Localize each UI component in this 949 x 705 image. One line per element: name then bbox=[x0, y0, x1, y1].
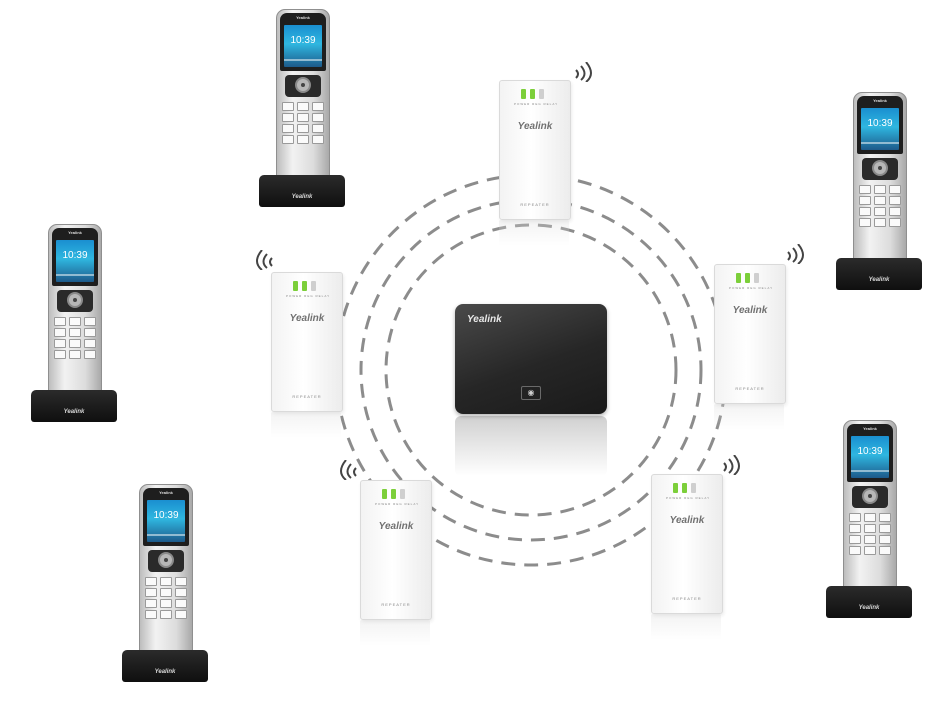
coverage-ring-middle bbox=[359, 198, 703, 542]
handset-screen: 10:39 bbox=[851, 436, 889, 478]
handset-bottom-right: Yealink 10:39 Yealink bbox=[826, 420, 912, 618]
repeater-bottom-left: POWER REG RELAY Yealink REPEATER bbox=[360, 480, 432, 620]
navigation-pad bbox=[148, 550, 184, 572]
repeater-reflection bbox=[651, 614, 721, 640]
handset-left: Yealink 10:39 Yealink bbox=[31, 224, 117, 422]
repeater-reflection bbox=[271, 412, 341, 438]
repeater-bottom-right: POWER REG RELAY Yealink REPEATER bbox=[651, 474, 723, 614]
navigation-pad bbox=[862, 158, 898, 180]
navigation-pad bbox=[285, 75, 321, 97]
keypad bbox=[54, 317, 96, 359]
handset-brand: Yealink bbox=[863, 426, 877, 431]
charging-cradle: Yealink bbox=[259, 175, 345, 207]
navigation-pad bbox=[852, 486, 888, 508]
repeater-label: REPEATER bbox=[672, 596, 702, 601]
repeater-left: POWER REG RELAY Yealink REPEATER bbox=[271, 272, 343, 412]
coverage-ring-inner bbox=[384, 223, 678, 517]
cradle-brand: Yealink bbox=[154, 669, 176, 675]
led-labels: POWER REG RELAY bbox=[666, 496, 711, 500]
handset-bottom-left: Yealink 10:39 Yealink bbox=[122, 484, 208, 682]
keypad bbox=[145, 577, 187, 619]
base-station: Yealink ◉ bbox=[455, 304, 607, 414]
handset-brand: Yealink bbox=[873, 98, 887, 103]
repeater-top: POWER REG RELAY Yealink REPEATER bbox=[499, 80, 571, 220]
handset-body: Yealink 10:39 bbox=[139, 484, 193, 658]
handset-screen: 10:39 bbox=[284, 25, 322, 67]
status-leds bbox=[736, 273, 759, 283]
repeater-label: REPEATER bbox=[292, 394, 322, 399]
led-labels: POWER REG RELAY bbox=[514, 102, 559, 106]
handset-clock: 10:39 bbox=[153, 510, 179, 521]
navigation-pad bbox=[57, 290, 93, 312]
repeater-label: REPEATER bbox=[735, 386, 765, 391]
handset-screen: 10:39 bbox=[56, 240, 94, 282]
repeater-label: REPEATER bbox=[381, 602, 411, 607]
status-leds bbox=[382, 489, 405, 499]
status-leds bbox=[521, 89, 544, 99]
handset-body: Yealink 10:39 bbox=[843, 420, 897, 594]
handset-brand: Yealink bbox=[296, 15, 310, 20]
charging-cradle: Yealink bbox=[826, 586, 912, 618]
handset-screen: 10:39 bbox=[147, 500, 185, 542]
repeater-brand: Yealink bbox=[289, 313, 325, 324]
repeater-brand: Yealink bbox=[669, 515, 705, 526]
charging-cradle: Yealink bbox=[122, 650, 208, 682]
cradle-brand: Yealink bbox=[291, 194, 313, 200]
paging-button[interactable]: ◉ bbox=[521, 386, 541, 400]
keypad bbox=[849, 513, 891, 555]
handset-brand: Yealink bbox=[68, 230, 82, 235]
handset-body: Yealink 10:39 bbox=[853, 92, 907, 266]
led-labels: POWER REG RELAY bbox=[729, 286, 774, 290]
base-station-brand: Yealink bbox=[467, 314, 502, 325]
wireless-signal-icon bbox=[340, 460, 357, 480]
handset-screen: 10:39 bbox=[861, 108, 899, 150]
repeater-label: REPEATER bbox=[520, 202, 550, 207]
repeater-brand: Yealink bbox=[732, 305, 768, 316]
wireless-signal-icon bbox=[575, 62, 592, 82]
cradle-brand: Yealink bbox=[868, 277, 890, 283]
base-station-reflection bbox=[455, 416, 607, 476]
repeater-brand: Yealink bbox=[378, 521, 414, 532]
handset-top-right: Yealink 10:39 Yealink bbox=[836, 92, 922, 290]
handset-top-left: Yealink 10:39 Yealink bbox=[259, 9, 345, 207]
handset-brand: Yealink bbox=[159, 490, 173, 495]
repeater-reflection bbox=[499, 220, 569, 246]
repeater-reflection bbox=[360, 620, 430, 646]
keypad bbox=[859, 185, 901, 227]
cradle-brand: Yealink bbox=[858, 605, 880, 611]
keypad bbox=[282, 102, 324, 144]
status-leds bbox=[293, 281, 316, 291]
charging-cradle: Yealink bbox=[836, 258, 922, 290]
led-labels: POWER REG RELAY bbox=[286, 294, 331, 298]
handset-clock: 10:39 bbox=[62, 250, 88, 261]
charging-cradle: Yealink bbox=[31, 390, 117, 422]
wireless-signal-icon bbox=[787, 244, 804, 264]
handset-clock: 10:39 bbox=[857, 446, 883, 457]
handset-body: Yealink 10:39 bbox=[48, 224, 102, 398]
wireless-signal-icon bbox=[256, 250, 273, 270]
wireless-signal-icon bbox=[723, 455, 740, 475]
status-leds bbox=[673, 483, 696, 493]
handset-clock: 10:39 bbox=[867, 118, 893, 129]
repeater-reflection bbox=[714, 404, 784, 430]
cradle-brand: Yealink bbox=[63, 409, 85, 415]
led-labels: POWER REG RELAY bbox=[375, 502, 420, 506]
repeater-brand: Yealink bbox=[517, 121, 553, 132]
handset-clock: 10:39 bbox=[290, 35, 316, 46]
handset-body: Yealink 10:39 bbox=[276, 9, 330, 183]
repeater-right: POWER REG RELAY Yealink REPEATER bbox=[714, 264, 786, 404]
